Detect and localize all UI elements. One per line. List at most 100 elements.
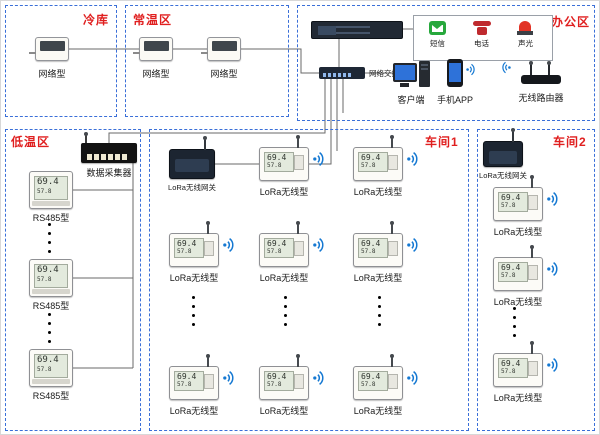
lora-sensor-label: LoRa无线型 — [169, 273, 219, 283]
smartphone — [447, 59, 463, 87]
collector-label: 数据采集器 — [86, 168, 132, 178]
network-sensor — [29, 37, 69, 61]
wifi-signal-icon — [547, 358, 558, 372]
sound-light-label: 声光 — [518, 39, 533, 48]
antenna — [390, 354, 394, 367]
lora-sensor-label: LoRa无线型 — [353, 406, 403, 416]
switch-label: 网络交换机 — [369, 69, 407, 78]
lcd-value-bottom: 57.8 — [501, 202, 516, 209]
lcd-value-top: 69.4 — [501, 193, 521, 202]
phone-app-label: 手机APP — [436, 95, 473, 105]
zone-workshop1 — [149, 129, 469, 431]
lcd-value-top: 69.4 — [361, 372, 381, 381]
network-sensor-label: 网络型 — [142, 69, 170, 79]
lora-gateway-label: LoRa无线网关 — [168, 183, 216, 192]
network-sensor-label: 网络型 — [38, 69, 66, 79]
wifi-signal-icon — [223, 238, 234, 252]
wifi-signal-icon — [547, 192, 558, 206]
telephone-icon — [473, 21, 491, 35]
lcd-value-bottom: 57.8 — [177, 248, 192, 255]
sms-icon — [429, 21, 446, 35]
lora-gateway — [483, 128, 523, 167]
lcd-value-bottom: 57.8 — [501, 368, 516, 375]
lcd-value-bottom: 57.8 — [361, 162, 376, 169]
solar-panel — [40, 41, 65, 51]
ellipsis-dots — [48, 223, 51, 253]
probe — [29, 52, 36, 54]
wifi-signal-icon — [407, 238, 418, 252]
rs485-label: RS485型 — [32, 301, 70, 311]
lora-sensor-label: LoRa无线型 — [169, 406, 219, 416]
wifi-signal-icon — [502, 61, 511, 74]
antenna — [84, 132, 88, 143]
antenna — [511, 128, 515, 142]
lcd-value-top: 69.4 — [361, 239, 381, 248]
lcd-value-top: 69.4 — [501, 359, 521, 368]
lcd-value-bottom: 57.8 — [37, 366, 52, 373]
antenna — [547, 61, 551, 75]
lora-gateway — [169, 136, 215, 179]
lora-sensor-label: LoRa无线型 — [353, 273, 403, 283]
zone-title-low: 低温区 — [11, 135, 51, 149]
wifi-signal-icon — [466, 63, 475, 76]
antenna — [296, 135, 300, 148]
server-rack — [311, 21, 403, 39]
wifi-signal-icon — [223, 371, 234, 385]
zone-title-ws1: 车间1 — [425, 135, 459, 149]
sms-label: 短信 — [430, 39, 445, 48]
rs485-label: RS485型 — [32, 213, 70, 223]
ellipsis-dots — [192, 296, 195, 326]
lcd-value-top: 69.4 — [361, 153, 381, 162]
lcd-value-bottom: 57.8 — [267, 162, 282, 169]
lcd-value-top: 69.4 — [37, 177, 59, 187]
lcd-value-bottom: 57.8 — [267, 248, 282, 255]
lcd-value-top: 69.4 — [177, 372, 197, 381]
data-collector — [81, 132, 137, 163]
wifi-signal-icon — [313, 238, 324, 252]
lcd-value-bottom: 57.8 — [361, 381, 376, 388]
antenna — [203, 136, 207, 150]
network-switch — [319, 67, 365, 79]
zone-low-temp — [5, 129, 141, 431]
lcd-value-top: 69.4 — [501, 263, 521, 272]
lora-sensor-label: LoRa无线型 — [259, 406, 309, 416]
lcd-value-top: 69.4 — [267, 153, 287, 162]
network-sensor-label: 网络型 — [210, 69, 238, 79]
antenna — [390, 221, 394, 234]
lcd-value-bottom: 57.8 — [361, 248, 376, 255]
antenna — [529, 61, 533, 75]
wifi-signal-icon — [407, 371, 418, 385]
lora-sensor-label: LoRa无线型 — [493, 297, 543, 307]
lcd-value-bottom: 57.8 — [37, 188, 52, 195]
wifi-signal-icon — [313, 152, 324, 166]
client-monitor — [393, 63, 417, 87]
lcd-value-bottom: 57.8 — [501, 272, 516, 279]
client-label: 客户端 — [397, 95, 425, 105]
wifi-signal-icon — [407, 152, 418, 166]
lora-gateway-label: LoRa无线网关 — [479, 171, 527, 180]
zone-cold-storage — [5, 5, 117, 117]
ellipsis-dots — [513, 307, 516, 337]
router-label: 无线路由器 — [518, 93, 564, 103]
antenna — [390, 135, 394, 148]
lora-sensor-label: LoRa无线型 — [259, 187, 309, 197]
sound-light-alarm-icon — [517, 21, 533, 35]
